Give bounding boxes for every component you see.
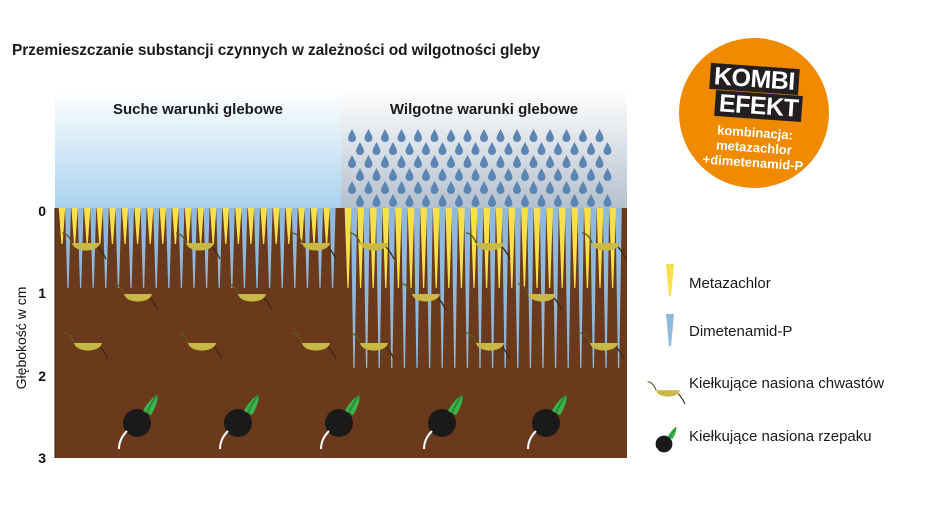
dimetenamid-spike: [140, 208, 147, 288]
metazachlor-spike: [323, 208, 330, 244]
metazachlor-spike: [235, 208, 242, 244]
metazachlor-spike: [71, 208, 78, 244]
metazachlor-spike: [508, 208, 516, 288]
dimetenamid-spike: [128, 208, 134, 288]
metazachlor-spike: [407, 208, 415, 288]
tick-2: 2: [38, 368, 46, 384]
dimetenamid-spike: [241, 208, 248, 288]
dimetenamid-spike: [401, 208, 408, 368]
weed-seed-icon: [647, 381, 686, 405]
metazachlor-spike: [121, 208, 129, 244]
dimetenamid-spike: [254, 208, 260, 288]
metazachlor-spike: [571, 208, 579, 288]
legend-rapeseed: Kiełkujące nasiona rzepaku: [689, 428, 872, 445]
dimetenamid-spike: [279, 208, 286, 288]
metazachlor-spike: [96, 208, 103, 244]
dimetenamid-spike: [451, 208, 458, 368]
metazachlor-spike: [558, 208, 566, 288]
dimetenamid-spike: [439, 208, 446, 368]
dimetenamid-spike: [65, 208, 71, 288]
legend-dimetenamid: Dimetenamid-P: [689, 323, 792, 340]
legend-weeds: Kiełkujące nasiona chwastów: [689, 375, 884, 392]
dimetenamid-spike: [115, 208, 122, 288]
dimetenamid-spike: [102, 208, 109, 288]
metazachlor-spike: [109, 208, 116, 244]
metazachlor-spike: [521, 208, 528, 288]
tick-1: 1: [38, 285, 46, 301]
legend: Metazachlor Dimetenamid-P Kiełkujące nas…: [647, 264, 884, 461]
metazachlor-spike: [344, 208, 352, 288]
dimetenamid-spike: [388, 208, 395, 368]
kombi-efekt-badge: KOMBI EFEKT kombinacja: metazachlor +dim…: [679, 38, 829, 188]
metazachlor-spike: [285, 208, 292, 244]
dimetenamid-spike: [590, 208, 597, 368]
dimetenamid-spike: [565, 208, 572, 368]
metazachlor-spike: [546, 208, 553, 288]
metazachlor-spike: [310, 208, 318, 244]
tick-0: 0: [38, 203, 46, 219]
diagram-title: Przemieszczanie substancji czynnych w za…: [12, 42, 541, 59]
metazachlor-spike: [222, 208, 229, 244]
sky-dry: [55, 90, 341, 208]
metazachlor-spike: [470, 208, 478, 288]
metazachlor-spike: [184, 208, 192, 244]
metazachlor-spike: [395, 208, 402, 288]
badge-efekt: EFEKT: [714, 89, 804, 123]
dimetenamid-spike: [165, 208, 172, 288]
dimetenamid-spike: [426, 208, 433, 368]
dimetenamid-spike: [527, 208, 534, 368]
y-axis-label: Głębokość w cm: [13, 287, 29, 390]
panel-title-wet: Wilgotne warunki glebowe: [390, 101, 578, 118]
metazachlor-spike: [445, 208, 453, 288]
dimetenamid-icon: [666, 314, 674, 346]
metazachlor-spike: [260, 208, 267, 244]
dimetenamid-spike: [552, 208, 559, 368]
dimetenamid-spike: [153, 208, 160, 288]
dimetenamid-spike: [539, 208, 547, 368]
dimetenamid-spike: [464, 208, 471, 368]
dimetenamid-spike: [178, 208, 185, 288]
metazachlor-spike: [84, 208, 91, 244]
tick-3: 3: [38, 450, 46, 466]
dimetenamid-spike: [577, 208, 584, 368]
dimetenamid-spike: [350, 208, 358, 368]
metazachlor-icon: [666, 264, 674, 296]
dimetenamid-spike: [514, 208, 521, 368]
herbicide-spikes: [58, 208, 622, 368]
rapeseed-icon: [652, 426, 677, 461]
dimetenamid-spike: [266, 208, 273, 288]
metazachlor-spike: [147, 208, 154, 244]
metazachlor-spike: [584, 208, 591, 288]
metazachlor-spike: [197, 208, 204, 244]
dimetenamid-spike: [413, 208, 421, 368]
metazachlor-spike: [458, 208, 465, 288]
metazachlor-spike: [357, 208, 364, 288]
metazachlor-spike: [58, 208, 66, 244]
dimetenamid-spike: [615, 208, 622, 368]
panel-title-dry: Suche warunki glebowe: [113, 101, 283, 118]
metazachlor-spike: [159, 208, 166, 244]
metazachlor-spike: [172, 208, 179, 244]
dimetenamid-spike: [329, 208, 336, 288]
metazachlor-spike: [420, 208, 427, 288]
metazachlor-spike: [432, 208, 440, 288]
dimetenamid-spike: [228, 208, 235, 288]
legend-metazachlor: Metazachlor: [689, 275, 771, 292]
dimetenamid-spike: [291, 208, 298, 288]
metazachlor-spike: [382, 208, 390, 288]
metazachlor-spike: [298, 208, 305, 244]
metazachlor-spike: [247, 208, 255, 244]
metazachlor-spike: [134, 208, 141, 244]
metazachlor-spike: [533, 208, 541, 288]
metazachlor-spike: [210, 208, 217, 244]
dimetenamid-spike: [216, 208, 223, 288]
metazachlor-spike: [273, 208, 280, 244]
